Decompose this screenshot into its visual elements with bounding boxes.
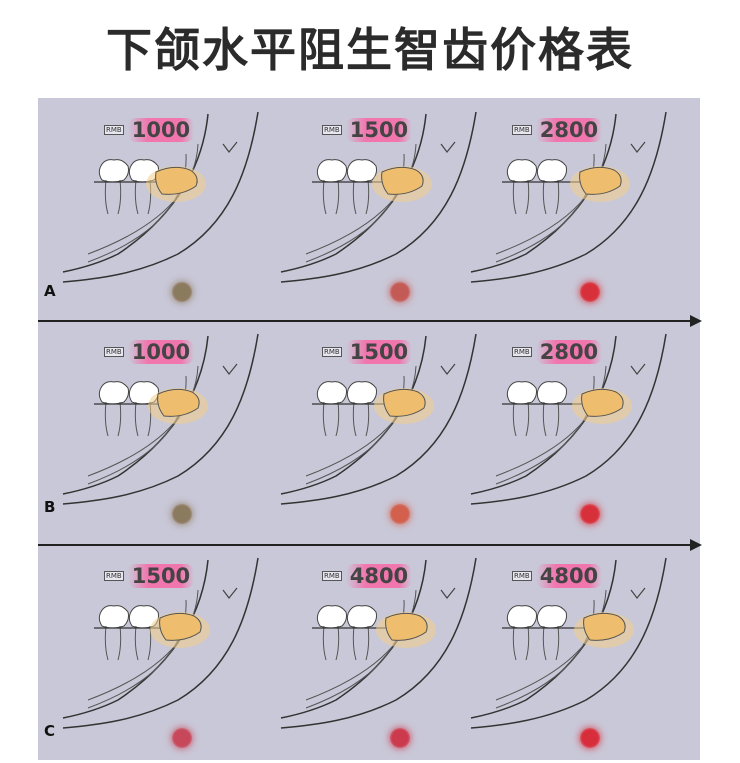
difficulty-indicator-dot	[390, 504, 410, 524]
impacted-wisdom-tooth	[150, 612, 210, 648]
currency-tag: RMB	[104, 125, 124, 135]
currency-tag: RMB	[322, 347, 342, 357]
impacted-wisdom-tooth	[374, 388, 434, 424]
currency-tag: RMB	[512, 125, 532, 135]
difficulty-indicator-dot	[580, 504, 600, 524]
jaw-diagram	[280, 557, 477, 729]
jaw-diagram	[280, 111, 477, 283]
difficulty-indicator-dot	[390, 282, 410, 302]
row-divider-arrow	[38, 320, 700, 322]
molar-tooth	[98, 605, 129, 661]
row-divider-arrow	[38, 544, 700, 546]
difficulty-indicator-dot	[390, 728, 410, 748]
currency-tag: RMB	[512, 347, 532, 357]
difficulty-indicator-dot	[580, 282, 600, 302]
molar-tooth	[536, 605, 567, 661]
impacted-wisdom-tooth	[570, 166, 630, 202]
jaw-diagram	[62, 333, 259, 505]
price-amount: 1000	[127, 118, 195, 142]
molar-tooth	[506, 605, 537, 661]
molar-tooth	[506, 159, 537, 215]
row-label-b: B	[44, 498, 56, 516]
price-amount: 1500	[345, 340, 413, 364]
price-amount: 2800	[535, 340, 603, 364]
molar-tooth	[98, 159, 129, 215]
difficulty-indicator-dot	[172, 728, 192, 748]
price-amount: 1500	[127, 564, 195, 588]
jaw-diagram	[62, 557, 259, 729]
price-amount: 4800	[345, 564, 413, 588]
difficulty-indicator-dot	[580, 728, 600, 748]
molar-tooth	[316, 381, 347, 437]
jaw-diagram	[62, 111, 259, 283]
currency-tag: RMB	[322, 571, 342, 581]
price-amount: 4800	[535, 564, 603, 588]
price-amount: 2800	[535, 118, 603, 142]
jaw-diagram	[470, 333, 667, 505]
arrow-head-icon	[690, 539, 702, 551]
jaw-diagram	[470, 111, 667, 283]
currency-tag: RMB	[104, 571, 124, 581]
impacted-wisdom-tooth	[574, 612, 634, 648]
molar-tooth	[346, 381, 377, 437]
molar-tooth	[536, 381, 567, 437]
price-amount: 1000	[127, 340, 195, 364]
impacted-wisdom-tooth	[372, 166, 432, 202]
molar-tooth	[316, 605, 347, 661]
impacted-wisdom-tooth	[572, 388, 632, 424]
row-label-a: A	[44, 282, 56, 300]
molar-tooth	[346, 159, 377, 215]
molar-tooth	[98, 381, 129, 437]
impacted-wisdom-tooth	[376, 612, 436, 648]
difficulty-indicator-dot	[172, 504, 192, 524]
row-label-c: C	[44, 722, 56, 740]
arrow-head-icon	[690, 315, 702, 327]
page-title: 下颌水平阻生智齿价格表	[106, 23, 634, 77]
impacted-wisdom-tooth	[146, 166, 206, 202]
jaw-diagram	[280, 333, 477, 505]
currency-tag: RMB	[104, 347, 124, 357]
currency-tag: RMB	[322, 125, 342, 135]
price-amount: 1500	[345, 118, 413, 142]
molar-tooth	[346, 605, 377, 661]
molar-tooth	[316, 159, 347, 215]
impacted-wisdom-tooth	[148, 388, 208, 424]
difficulty-indicator-dot	[172, 282, 192, 302]
currency-tag: RMB	[512, 571, 532, 581]
molar-tooth	[536, 159, 567, 215]
molar-tooth	[506, 381, 537, 437]
jaw-diagram	[470, 557, 667, 729]
